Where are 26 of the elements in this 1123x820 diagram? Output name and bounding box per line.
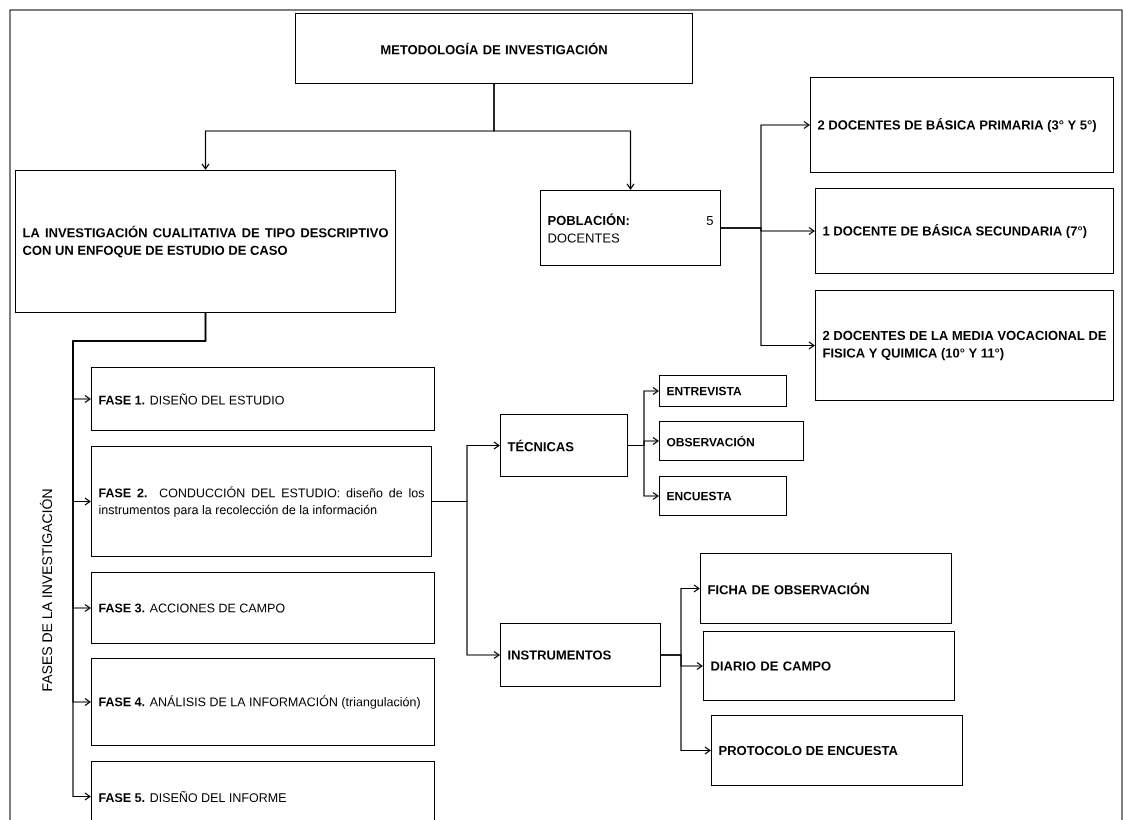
box: FASE 1. DISEÑO DEL ESTUDIO	[91, 367, 435, 431]
arrow	[493, 83, 635, 190]
box: FASE 2. CONDUCCIÓN DEL ESTUDIO: diseño de los instrumentos para la recolección de la información	[91, 446, 432, 557]
box: FICHA DE OBSERVACIÓN	[700, 553, 952, 624]
box: TÉCNICAS	[500, 414, 628, 477]
box: OBSERVACIÓN	[659, 421, 804, 461]
arrow	[660, 654, 711, 755]
box: FASE 5. DISEÑO DEL INFORME	[91, 761, 435, 820]
box: METODOLOGÍA DE INVESTIGACIÓN	[295, 13, 693, 84]
box: POBLACIÓN: 5 DOCENTES	[540, 190, 721, 266]
arrow	[72, 312, 207, 801]
box: DIARIO DE CAMPO	[703, 631, 955, 701]
vertical-label: FASES DE LA INVESTIGACIÓN	[39, 489, 53, 691]
arrow	[720, 227, 815, 350]
box: 1 DOCENTE DE BÁSICA SECUNDARIA (7°)	[815, 188, 1114, 274]
box: ENTREVISTA	[659, 375, 787, 407]
box: 2 DOCENTES DE LA MEDIA VOCACIONAL DE FISICA Y QUIMICA (10° Y 11°)	[815, 290, 1114, 401]
arrow	[431, 500, 500, 660]
arrow	[627, 444, 659, 501]
box: LA INVESTIGACIÓN CUALITATIVA DE TIPO DESCRIPTIVO CON UN ENFOQUE DE ESTUDIO DE CASO	[15, 170, 396, 313]
box: FASE 3. ACCIONES DE CAMPO	[91, 572, 435, 644]
box: INSTRUMENTOS	[500, 623, 661, 687]
box: FASE 4. ANÁLISIS DE LA INFORMACIÓN (triangulación)	[91, 658, 435, 746]
box: PROTOCOLO DE ENCUESTA	[711, 715, 963, 786]
box: 2 DOCENTES DE BÁSICA PRIMARIA (3° Y 5°)	[810, 77, 1114, 173]
box: ENCUESTA	[659, 476, 787, 516]
